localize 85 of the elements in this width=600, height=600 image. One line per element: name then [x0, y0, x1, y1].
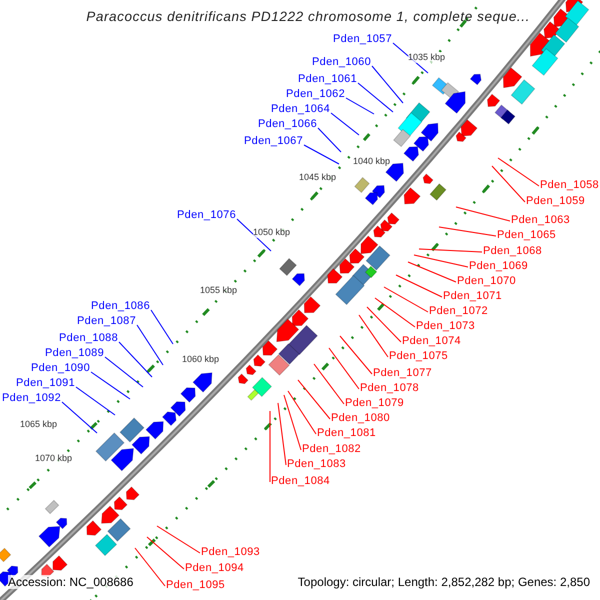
scale-label: 1035 kbp [408, 52, 446, 63]
gene-label: Pden_1094 [185, 561, 244, 575]
gene-label: Pden_1062 [286, 87, 345, 101]
gene-label: Pden_1069 [469, 259, 528, 273]
gene-label: Pden_1083 [287, 457, 346, 471]
leader-line [62, 402, 98, 434]
gene-label: Pden_1087 [77, 314, 136, 328]
leader-line [408, 262, 456, 282]
leader-line [358, 82, 394, 112]
leader-line [492, 166, 526, 202]
leader-line [118, 342, 152, 378]
leader-line [358, 314, 388, 358]
scale-label: 1045 kbp [299, 172, 336, 183]
gene-label: Pden_1089 [45, 346, 104, 360]
scale-label: 1055 kbp [200, 285, 238, 296]
scale-label: 1060 kbp [182, 354, 220, 365]
leader-line [136, 324, 164, 366]
leader-line [314, 364, 344, 404]
title: Paracoccus denitrificans PD1222 chromosome 1, complete seque... [86, 10, 530, 24]
leader-line [330, 112, 360, 136]
gene-label: Pden_1091 [16, 376, 75, 390]
gene-label: Pden_1064 [271, 102, 330, 116]
gene-label: Pden_1057 [333, 32, 392, 46]
gene-label: Pden_1065 [497, 228, 556, 242]
leader-line [456, 206, 510, 222]
leader-line [298, 380, 330, 420]
gene-label: Pden_1075 [389, 349, 448, 363]
gene-label: Pden_1082 [302, 442, 361, 456]
leader-line [414, 254, 468, 268]
gene-label: Pden_1058 [540, 178, 599, 192]
leader-line [438, 226, 496, 236]
leader-line [288, 390, 316, 434]
leader-line [328, 348, 360, 390]
gene-label: Pden_1090 [31, 361, 90, 375]
leader-line [76, 386, 116, 416]
leader-line [150, 310, 174, 344]
leader-line [90, 372, 130, 400]
scale-label: 1070 kbp [35, 453, 72, 464]
gene-label: Pden_1061 [298, 72, 357, 86]
gene-label: Pden_1070 [457, 274, 516, 288]
leader-line [374, 298, 416, 328]
gene-label: Pden_1093 [201, 545, 260, 559]
leader-line [340, 336, 372, 374]
scale-label: 1050 kbp [253, 227, 290, 238]
gene-label: Pden_1092 [2, 391, 61, 405]
gene-label: Pden_1060 [312, 55, 371, 69]
gene-label: Pden_1081 [317, 426, 376, 440]
accession-text: Accession: NC_008686 [8, 575, 134, 589]
leader-line [156, 526, 200, 554]
gene-label: Pden_1068 [483, 244, 542, 258]
gene-label: Pden_1066 [258, 117, 317, 131]
gene-label: Pden_1073 [416, 319, 475, 333]
leader-line [418, 248, 482, 252]
leader-line [366, 306, 402, 342]
gene-label: Pden_1071 [443, 289, 502, 303]
leader-line [396, 274, 442, 298]
scale-label: 1040 kbp [353, 156, 390, 167]
gene-label: Pden_1080 [331, 411, 390, 425]
gene-label: Pden_1078 [360, 381, 419, 395]
leader-line [284, 394, 302, 450]
summary-text: Topology: circular; Length: 2,852,282 bp; Genes: 2,850 [298, 575, 590, 589]
gene-label: Pden_1086 [91, 299, 150, 313]
leader-line [278, 402, 286, 466]
leader-line [146, 536, 184, 570]
gene-label: Pden_1063 [511, 213, 570, 227]
gene-label: Pden_1077 [373, 366, 432, 380]
gene-label: Pden_1059 [526, 194, 585, 208]
leader-line [346, 98, 374, 114]
gene-label: Pden_1072 [429, 304, 488, 318]
leader-line [384, 286, 428, 312]
leader-line [318, 128, 342, 152]
leader-line [372, 66, 404, 104]
gene-label: Pden_1095 [166, 578, 225, 592]
gene-label: Pden_1084 [271, 474, 330, 488]
leader-line [104, 356, 144, 388]
gene-label: Pden_1067 [244, 134, 303, 148]
leader-line [134, 548, 166, 586]
leader-line [498, 158, 540, 186]
scale-label: 1065 kbp [20, 419, 58, 430]
gene-label: Pden_1088 [59, 331, 118, 345]
gene-label: Pden_1074 [402, 334, 461, 348]
leader-line [304, 144, 340, 164]
gene-label: Pden_1076 [177, 208, 236, 222]
leader-line [236, 218, 272, 252]
gene-label: Pden_1079 [345, 396, 404, 410]
